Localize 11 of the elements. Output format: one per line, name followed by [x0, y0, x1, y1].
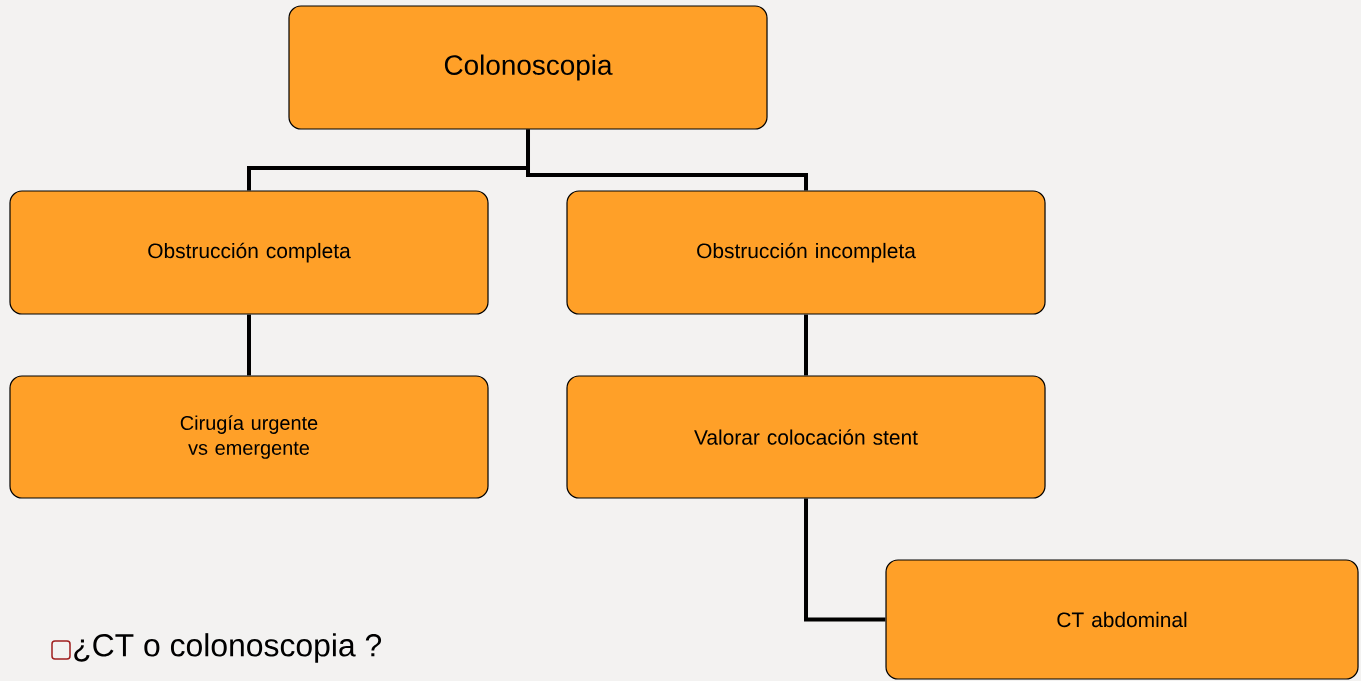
- process-box: Obstrucción incompleta: [566, 190, 1046, 315]
- process-box: Valorar colocación stent: [566, 375, 1046, 499]
- process-box: Colonoscopia: [288, 5, 768, 130]
- process-box: Obstrucción completa: [9, 190, 489, 315]
- connector-line: [804, 498, 886, 622]
- connector-line: [526, 129, 808, 191]
- process-box: CT abdominal: [885, 559, 1359, 680]
- process-box: Cirugía urgente vs emergente: [9, 375, 489, 499]
- connector-line: [247, 314, 251, 376]
- bullet-text: ¿CT o colonoscopia ?: [74, 633, 382, 663]
- connector-line: [804, 314, 808, 376]
